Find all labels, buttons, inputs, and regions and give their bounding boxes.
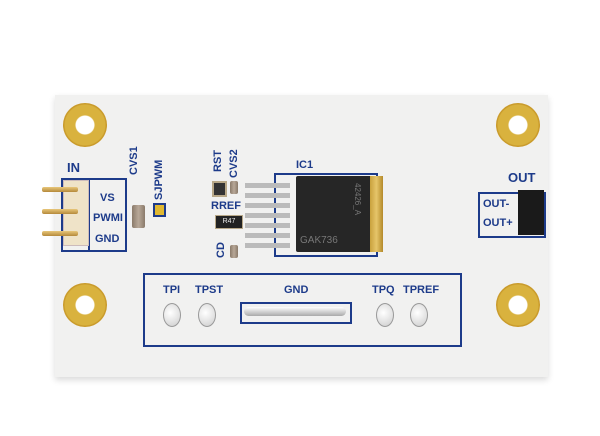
header-pin <box>42 231 78 236</box>
ic1-tab <box>370 176 383 252</box>
ic-lead <box>245 203 290 208</box>
solder-jumper <box>153 203 166 217</box>
mounting-hole <box>63 283 107 327</box>
rref-label: RREF <box>211 200 241 212</box>
out-connector <box>518 190 544 235</box>
ic-lead <box>245 213 290 218</box>
pin-label-gnd: GND <box>95 233 120 245</box>
ic1-label: IC1 <box>296 159 314 171</box>
ic-lead <box>245 223 290 228</box>
ic-lead <box>245 183 290 188</box>
test-point-area <box>143 273 462 347</box>
header-pin <box>42 187 78 192</box>
in-header-outline <box>61 178 127 252</box>
out-label: OUT <box>508 170 536 185</box>
pin-label-out-minus: OUT- <box>483 198 510 210</box>
ic-lead <box>245 193 290 198</box>
ic1-marking-lot: GAK736 <box>300 235 338 246</box>
mounting-hole <box>496 103 540 147</box>
cvs2-label: CVS2 <box>228 149 240 178</box>
tpq-label: TPQ <box>372 284 395 296</box>
out-header-outline <box>478 192 546 238</box>
in-label: IN <box>67 160 80 175</box>
test-point-tpref <box>410 303 428 327</box>
capacitor-cvs1 <box>132 205 145 228</box>
gnd-label: GND <box>284 284 309 296</box>
rst-label: RST <box>212 150 224 172</box>
pin-label-pwmi: PWMI <box>93 212 123 224</box>
test-point-tpst <box>198 303 216 327</box>
sjpwm-label: SJPWM <box>153 159 165 200</box>
divider <box>88 180 90 250</box>
ic1-chip <box>296 176 372 252</box>
ic-lead <box>245 243 290 248</box>
capacitor-cvs2 <box>230 181 238 194</box>
resistor-rst <box>212 181 227 197</box>
tpst-label: TPST <box>195 284 224 296</box>
gnd-wire-loop <box>244 307 346 316</box>
header-pin <box>42 209 78 214</box>
cd-label: CD <box>215 242 227 258</box>
ic-lead <box>245 233 290 238</box>
mounting-hole <box>63 103 107 147</box>
capacitor-cd <box>230 245 238 258</box>
pin-label-out-plus: OUT+ <box>483 217 513 229</box>
test-point-tpi <box>163 303 181 327</box>
resistor-rref: R47 <box>215 215 243 229</box>
test-point-tpq <box>376 303 394 327</box>
tpref-label: TPREF <box>403 284 440 296</box>
gnd-pad-outline <box>240 302 352 324</box>
tpi-label: TPI <box>163 284 181 296</box>
cvs1-label: CVS1 <box>128 146 140 175</box>
pin-label-vs: VS <box>100 192 115 204</box>
ic1-marking: 42426_A <box>353 183 362 216</box>
mounting-hole <box>496 283 540 327</box>
